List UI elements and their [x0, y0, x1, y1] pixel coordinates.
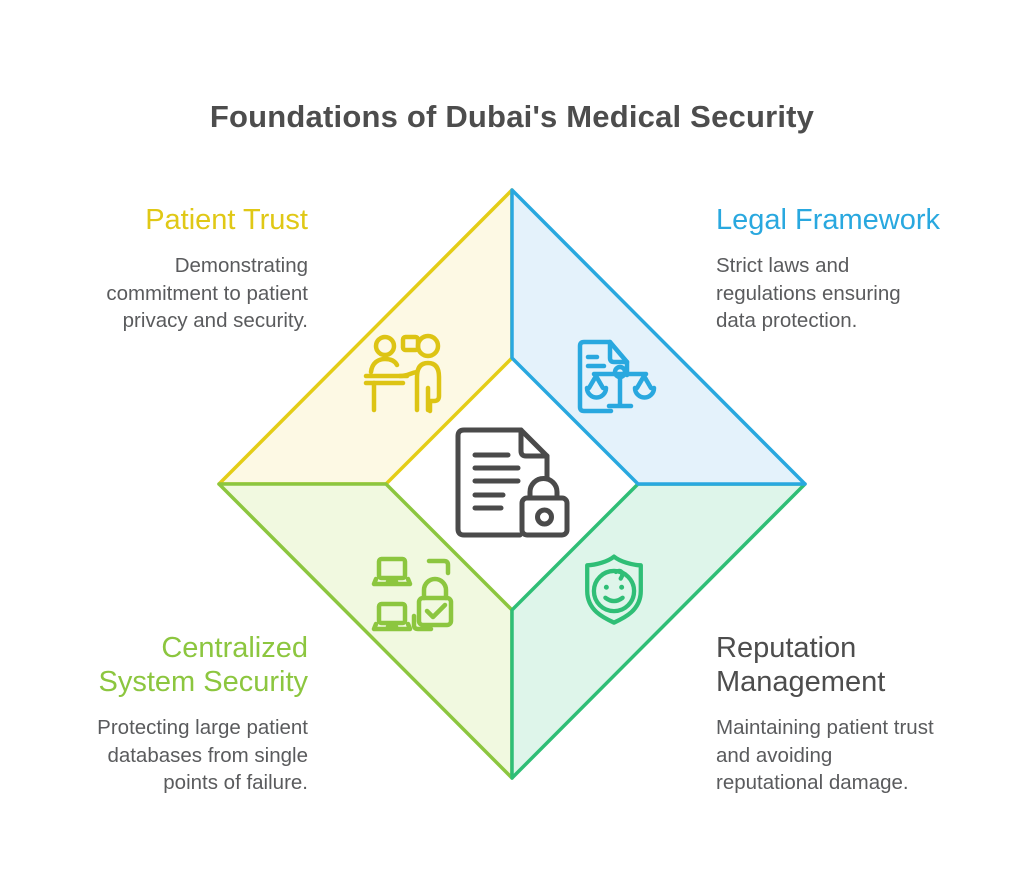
document-lock-icon [455, 427, 570, 538]
quadrant-patient-trust: Patient Trust Demonstrating commitment t… [58, 203, 308, 335]
shield-smile-icon [585, 554, 643, 625]
reputation-management-heading: Reputation Management [716, 632, 886, 698]
legal-scales-document-icon [577, 339, 657, 414]
legal-framework-description: Strict laws and regulations ensuring dat… [716, 254, 901, 332]
reputation-management-description: Maintaining patient trust and avoiding r… [716, 716, 934, 794]
quadrant-centralized-system-security: Centralized System Security Protecting l… [48, 631, 308, 797]
quadrant-reputation-management: Reputation Management Maintaining patien… [716, 631, 976, 797]
secure-network-icon [371, 556, 454, 632]
quadrant-legal-framework: Legal Framework Strict laws and regulati… [716, 203, 966, 335]
legal-framework-heading: Legal Framework [716, 204, 941, 236]
patient-trust-description: Demonstrating commitment to patient priv… [106, 254, 308, 332]
centralized-system-security-description: Protecting large patient databases from … [97, 716, 308, 794]
page-title: Foundations of Dubai's Medical Security [209, 98, 815, 134]
consultation-icon [363, 333, 442, 414]
patient-trust-heading: Patient Trust [145, 204, 308, 236]
centralized-system-security-heading: Centralized System Security [98, 632, 309, 698]
